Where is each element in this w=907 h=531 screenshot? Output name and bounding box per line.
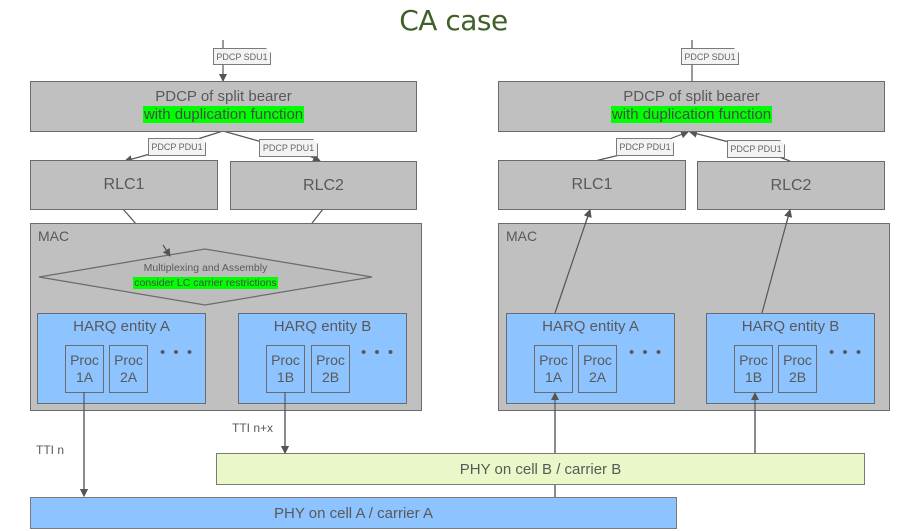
mux-restriction-highlight: consider LC carrier restrictions bbox=[133, 277, 278, 289]
pdcp-pdu-tag-right-2: PDCP PDU1 bbox=[727, 140, 785, 158]
tti-n-label: TTI n bbox=[36, 443, 65, 457]
more-procs-a-right: • • • bbox=[629, 344, 664, 361]
rlc2-box-left: RLC2 bbox=[230, 161, 417, 210]
pdcp-duplication-highlight-left: with duplication function bbox=[142, 106, 305, 123]
harq-a-label-left: HARQ entity A bbox=[73, 318, 170, 335]
pdcp-box-right: PDCP of split bearer with duplication fu… bbox=[498, 81, 885, 132]
harq-a-label-right: HARQ entity A bbox=[542, 318, 639, 335]
phy-cell-b: PHY on cell B / carrier B bbox=[216, 453, 865, 485]
harq-b-label-right: HARQ entity B bbox=[741, 318, 840, 335]
rlc2-box-right: RLC2 bbox=[697, 161, 885, 210]
pdcp-pdu-tag-left-2: PDCP PDU1 bbox=[259, 139, 318, 157]
pdcp-box-left: PDCP of split bearer with duplication fu… bbox=[30, 81, 417, 132]
mac-label-right: MAC bbox=[506, 228, 538, 244]
mux-text-block: Multiplexing and Assembly consider LC ca… bbox=[39, 262, 372, 296]
pdcp-duplication-highlight-right: with duplication function bbox=[610, 106, 773, 123]
phy-cell-a: PHY on cell A / carrier A bbox=[30, 497, 677, 529]
rlc1-box-right: RLC1 bbox=[498, 160, 686, 210]
pdcp-title-right: PDCP of split bearer bbox=[623, 88, 760, 105]
tti-n-plus-x-label: TTI n+x bbox=[232, 421, 274, 435]
harq-b-label-left: HARQ entity B bbox=[273, 318, 372, 335]
pdcp-pdu-tag-left-1: PDCP PDU1 bbox=[148, 138, 206, 156]
more-procs-b-right: • • • bbox=[829, 344, 864, 361]
pdcp-sdu-tag-right: PDCP SDU1 bbox=[681, 48, 739, 65]
pdcp-sdu-tag-left: PDCP SDU1 bbox=[213, 48, 271, 65]
more-procs-a-left: • • • bbox=[160, 344, 195, 361]
diagram-title: CA case bbox=[399, 4, 508, 37]
more-procs-b-left: • • • bbox=[361, 344, 396, 361]
mux-title: Multiplexing and Assembly bbox=[143, 262, 268, 274]
mac-label-left: MAC bbox=[38, 228, 70, 244]
pdcp-title-left: PDCP of split bearer bbox=[155, 88, 292, 105]
pdcp-pdu-tag-right-1: PDCP PDU1 bbox=[616, 138, 674, 156]
rlc1-box-left: RLC1 bbox=[30, 160, 218, 210]
